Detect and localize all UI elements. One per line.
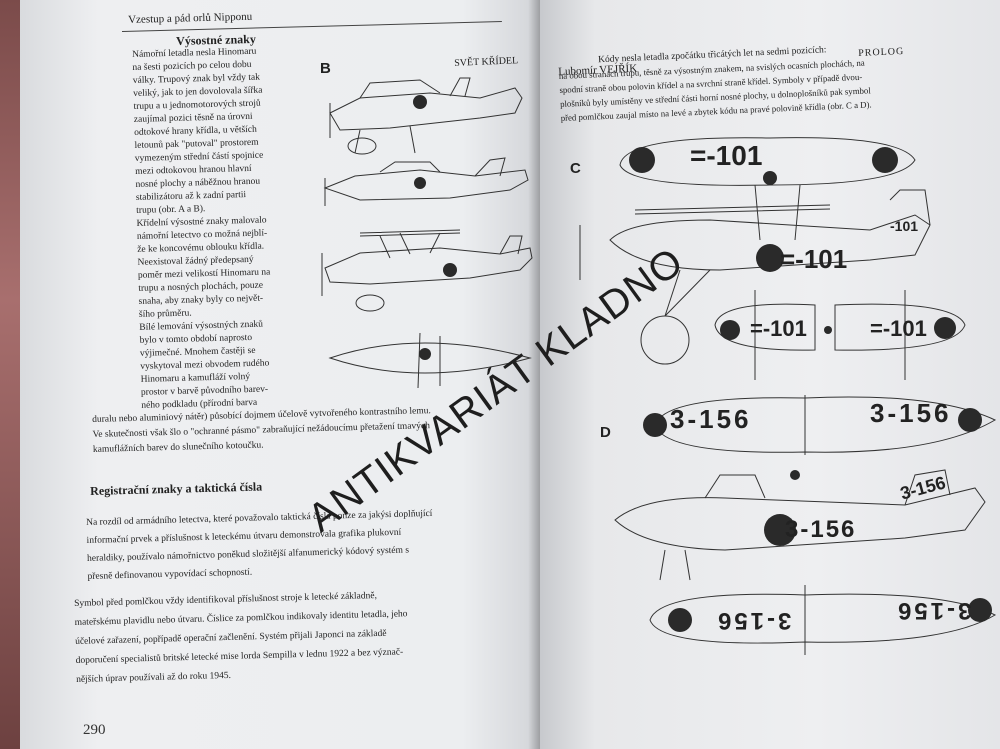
text-line: mateřskému plavidlu nebo útvaru. Číslice… xyxy=(74,609,408,628)
text-line: účelové zařazení, popřípadě operační zač… xyxy=(75,628,387,647)
text-line: snaha, aby znaky byly co největ- xyxy=(138,293,264,307)
code-fuselage-d: 3-156 xyxy=(785,516,857,543)
code-under-left-d: 3-156 xyxy=(715,607,792,634)
page-number: 290 xyxy=(83,722,106,738)
text-line: Symbol před pomlčkou vždy identifikoval … xyxy=(74,591,378,609)
code-fuselage-c: =-101 xyxy=(780,244,848,274)
code-under-left-c: =-101 xyxy=(750,316,807,341)
text-line: nějších úprav používali až do roku 1945. xyxy=(76,670,232,685)
code-tail-c: -101 xyxy=(890,218,919,234)
code-wing-right-d: 3-156 xyxy=(870,398,952,428)
code-under-right-c: =-101 xyxy=(870,316,927,341)
code-under-right-d: 3-156 xyxy=(895,597,972,624)
text-line: heraldiky, používalo námořnictvo poněkud… xyxy=(86,545,410,564)
left-page: Vzestup a pád orlů Nipponu Výsostné znak… xyxy=(20,0,540,749)
right-page: Lubomír VEJŘÍK SVĚT KŘÍDEL PROLOG Kódy n… xyxy=(454,0,1000,749)
figure-c-drawings xyxy=(579,137,966,380)
text-line: přesně definovanou vypovídací schopností… xyxy=(87,567,253,582)
text-line: kamuflážních barev do slunečního kotoučk… xyxy=(92,440,264,455)
chapter-title: PROLOG xyxy=(858,45,905,59)
code-wing-left-d: 3-156 xyxy=(670,404,752,434)
figure-label-d: D xyxy=(600,424,611,441)
text-line: doporučení specialistů britské letecké m… xyxy=(75,647,404,666)
figure-label-c: C xyxy=(570,160,581,177)
section-heading: Registrační znaky a taktická čísla xyxy=(90,479,263,498)
figure-d-drawings xyxy=(614,395,997,655)
code-top-wing: =-101 xyxy=(690,140,763,171)
running-head: Vzestup a pád orlů Nipponu xyxy=(128,10,253,26)
figure-b-drawings xyxy=(321,77,533,389)
figure-label-b: B xyxy=(320,60,331,77)
